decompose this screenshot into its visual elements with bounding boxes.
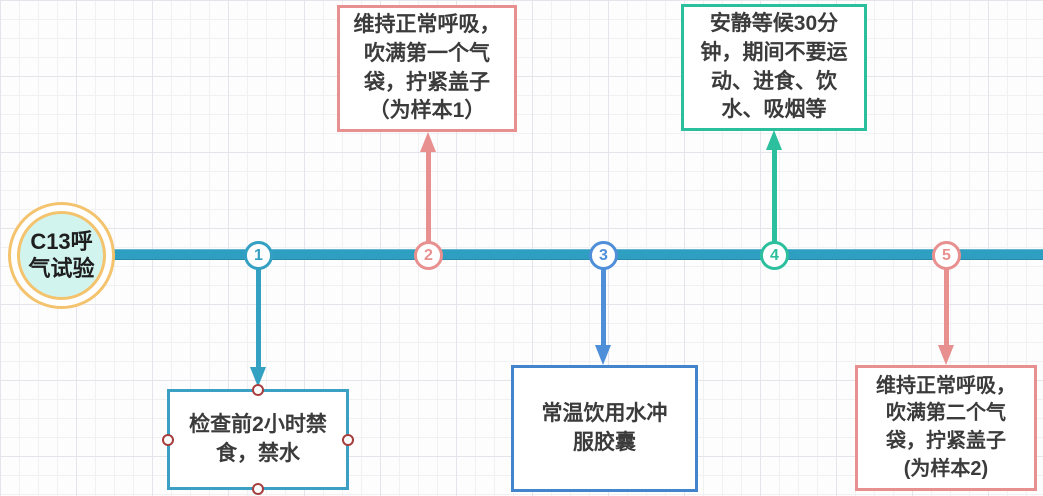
timeline-node-3[interactable]: 3 xyxy=(589,241,618,270)
connection-handle-bottom[interactable] xyxy=(252,483,264,495)
step1-box-selected[interactable]: 检查前2小时禁 食，禁水 xyxy=(162,384,354,495)
connection-handle-top[interactable] xyxy=(252,384,264,396)
title-node-label: C13呼 气试验 xyxy=(17,211,106,300)
step3-text: 常温饮用水冲 服胶囊 xyxy=(541,401,668,454)
connector-step5-line xyxy=(944,269,949,347)
connector-step4-line xyxy=(772,150,777,242)
arrow-down-icon xyxy=(250,367,266,387)
connection-handle-left[interactable] xyxy=(162,433,174,446)
step2-text: 维持正常呼吸， 吹满第一个气 袋，拧紧盖子 （为样本1） xyxy=(353,12,501,123)
timeline-bar[interactable] xyxy=(105,249,1043,260)
timeline-node-1[interactable]: 1 xyxy=(244,241,273,270)
arrow-up-icon xyxy=(766,130,782,150)
arrow-up-icon xyxy=(420,132,436,152)
connector-step1-line xyxy=(256,269,261,368)
arrow-down-icon xyxy=(595,345,611,365)
step1-text: 检查前2小时禁 食，禁水 xyxy=(189,412,327,465)
timeline-node-4[interactable]: 4 xyxy=(760,241,789,270)
connector-step3-line xyxy=(601,269,606,347)
title-node[interactable]: C13呼 气试验 xyxy=(8,202,115,309)
timeline-node-2[interactable]: 2 xyxy=(414,241,443,270)
arrow-down-icon xyxy=(938,345,954,365)
step5-box[interactable]: 维持正常呼吸， 吹满第二个气 袋，拧紧盖子 (为样本2) xyxy=(855,365,1037,491)
step5-text: 维持正常呼吸， 吹满第二个气 袋，拧紧盖子 (为样本2) xyxy=(876,374,1016,480)
step2-box[interactable]: 维持正常呼吸， 吹满第一个气 袋，拧紧盖子 （为样本1） xyxy=(337,5,517,132)
timeline-node-5[interactable]: 5 xyxy=(932,241,961,270)
step3-box[interactable]: 常温饮用水冲 服胶囊 xyxy=(511,365,698,492)
connection-handle-right[interactable] xyxy=(342,433,354,446)
connector-step2-line xyxy=(426,151,431,242)
step4-text: 安静等候30分 钟，期间不要运 动、进食、饮 水、吸烟等 xyxy=(700,11,848,122)
step4-box[interactable]: 安静等候30分 钟，期间不要运 动、进食、饮 水、吸烟等 xyxy=(681,4,867,131)
